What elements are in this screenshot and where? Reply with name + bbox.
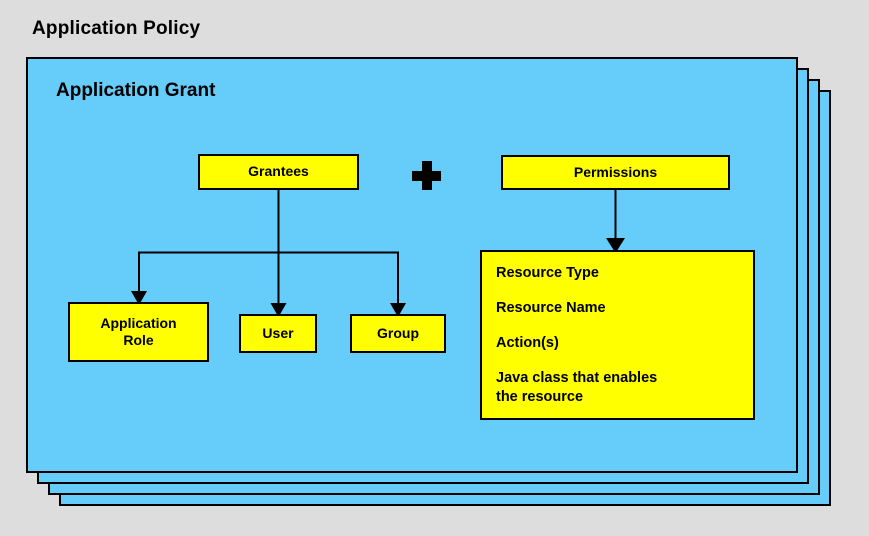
permissions-box[interactable]: Permissions [501, 155, 730, 190]
application-grant-card: Application Grant Grantees [26, 57, 798, 473]
user-box[interactable]: User [239, 314, 317, 353]
permissions-label: Permissions [573, 163, 658, 180]
grantees-box[interactable]: Grantees [198, 154, 359, 190]
plus-icon [412, 161, 441, 190]
application-grant-title: Application Grant [56, 80, 216, 101]
application-role-label-line1: Application [100, 314, 177, 331]
application-role-label-line2: Role [123, 332, 154, 348]
user-label: User [262, 324, 294, 341]
application-role-box[interactable]: Application Role [68, 302, 209, 362]
permission-detail-resource-name: Resource Name [496, 300, 606, 317]
permission-detail-actions: Action(s) [496, 335, 559, 352]
group-label: Group [377, 324, 419, 341]
page-title: Application Policy [32, 18, 201, 39]
grantees-label: Grantees [248, 163, 309, 180]
group-box[interactable]: Group [350, 314, 446, 353]
permission-detail-resource-type: Resource Type [496, 265, 599, 281]
permission-detail-java-class: Java class that enables the resource [496, 370, 658, 405]
permission-detail-box[interactable]: Resource Type Resource Name Action(s) Ja… [480, 250, 755, 420]
